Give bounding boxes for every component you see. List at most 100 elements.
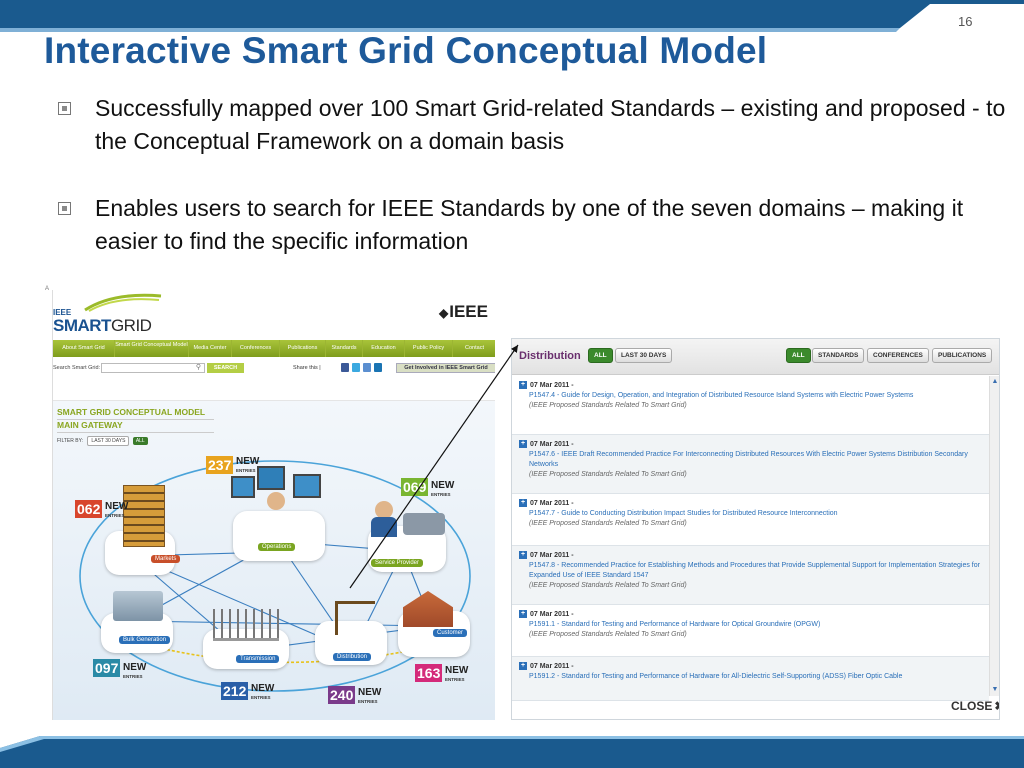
filter-all-tab[interactable]: ALL xyxy=(588,348,613,363)
map-title: SMART GRID CONCEPTUAL MODEL MAIN GATEWAY xyxy=(57,407,214,433)
slide-title: Interactive Smart Grid Conceptual Model xyxy=(44,30,768,71)
type-standards-tab[interactable]: STANDARDS xyxy=(812,348,865,363)
magnifier-icon: ⚲ xyxy=(195,364,201,371)
scroll-up-icon[interactable]: ▲ xyxy=(991,378,999,385)
count-badge-distribution: 240 xyxy=(328,686,356,704)
nav-item[interactable]: Education xyxy=(363,340,405,357)
domain-label-distribution[interactable]: Distribution xyxy=(333,653,372,661)
top-decorative-band xyxy=(0,0,1024,32)
item-date: 07 Mar 2011 - xyxy=(519,440,989,450)
item-link[interactable]: P1547.6 - IEEE Draft Recommended Practic… xyxy=(529,451,968,468)
search-label: Search Smart Grid: xyxy=(53,365,101,371)
ieee-logo[interactable]: IEEE xyxy=(439,302,488,322)
nav-item[interactable]: About Smart Grid xyxy=(53,340,115,357)
ieee-smartgrid-logo[interactable]: IEEE SMARTGRID xyxy=(53,290,173,340)
power-plant-icon xyxy=(113,591,163,621)
panel-heading: Distribution xyxy=(519,350,581,362)
facebook-icon[interactable] xyxy=(341,363,349,372)
list-item[interactable]: 07 Mar 2011 - P1591.1 - Standard for Tes… xyxy=(512,605,989,657)
item-link[interactable]: P1591.2 - Standard for Testing and Perfo… xyxy=(529,673,903,680)
search-button[interactable]: SEARCH xyxy=(207,363,244,373)
item-date: 07 Mar 2011 - xyxy=(519,551,989,561)
worker-truck-icon xyxy=(371,501,445,541)
item-link[interactable]: P1547.4 - Guide for Design, Operation, a… xyxy=(529,392,914,399)
nav-item[interactable]: Public Policy xyxy=(405,340,453,357)
operations-cloud[interactable] xyxy=(233,511,325,561)
filter-bar: FILTER BY: LAST 30 DAYS ALL xyxy=(57,436,148,446)
nav-item[interactable]: Contact xyxy=(465,345,484,351)
logo-ieee-text: IEEE xyxy=(53,308,72,317)
twitter-icon[interactable] xyxy=(352,363,360,372)
count-badge-markets: 062 xyxy=(75,500,103,518)
close-button[interactable]: CLOSE✖ xyxy=(949,699,999,713)
domain-label-bulk-generation[interactable]: Bulk Generation xyxy=(119,636,171,644)
count-badge-operations: 237 xyxy=(206,456,234,474)
delicious-icon[interactable] xyxy=(363,363,371,372)
count-badge-service-provider: 069 xyxy=(401,478,429,496)
bullet-item: Enables users to search for IEEE Standar… xyxy=(58,192,1008,258)
search-input[interactable]: ⚲ xyxy=(101,363,205,373)
get-involved-button[interactable]: Get Involved in IEEE Smart Grid xyxy=(396,363,495,373)
main-nav-bar: About Smart Grid Smart Grid Conceptual M… xyxy=(53,340,495,357)
item-tag: (IEEE Proposed Standards Related To Smar… xyxy=(529,471,687,478)
bullet-text: Enables users to search for IEEE Standar… xyxy=(95,195,964,254)
list-scrollbar[interactable]: ▲ ▼ xyxy=(989,376,999,696)
linkedin-icon[interactable] xyxy=(374,363,382,372)
search-row: Search Smart Grid: ⚲ SEARCH Share this |… xyxy=(53,362,495,374)
item-link[interactable]: P1591.1 - Standard for Testing and Perfo… xyxy=(529,621,821,628)
list-item[interactable]: 07 Mar 2011 - P1547.4 - Guide for Design… xyxy=(512,376,989,435)
scroll-down-icon[interactable]: ▼ xyxy=(991,686,999,693)
type-publications-tab[interactable]: PUBLICATIONS xyxy=(932,348,993,363)
type-all-tab[interactable]: ALL xyxy=(786,348,811,363)
item-tag: (IEEE Proposed Standards Related To Smar… xyxy=(529,402,687,409)
domain-label-markets[interactable]: Markets xyxy=(151,555,181,563)
bullet-square-icon xyxy=(58,102,71,115)
bullet-list: Successfully mapped over 100 Smart Grid-… xyxy=(58,92,1008,292)
item-date: 07 Mar 2011 - xyxy=(519,381,989,391)
domain-label-transmission[interactable]: Transmission xyxy=(236,655,280,663)
filter-all-button[interactable]: ALL xyxy=(132,437,148,445)
corner-mark: A xyxy=(45,286,50,292)
item-link[interactable]: P1547.7 - Guide to Conducting Distributi… xyxy=(529,510,838,517)
standards-list: 07 Mar 2011 - P1547.4 - Guide for Design… xyxy=(512,376,989,701)
count-badge-customer: 163 xyxy=(415,664,443,682)
nav-item[interactable]: Standards xyxy=(326,340,363,357)
item-date: 07 Mar 2011 - xyxy=(519,662,989,672)
bullet-text: Successfully mapped over 100 Smart Grid-… xyxy=(95,95,1006,154)
count-badge-transmission: 212 xyxy=(221,682,249,700)
item-link[interactable]: P1547.8 - Recommended Practice for Estab… xyxy=(529,562,980,579)
conceptual-model-map: SMART GRID CONCEPTUAL MODEL MAIN GATEWAY… xyxy=(53,400,495,720)
type-conferences-tab[interactable]: CONFERENCES xyxy=(867,348,929,363)
nav-item[interactable]: Publications xyxy=(280,340,326,357)
slide-number: 16 xyxy=(958,14,973,29)
nav-item[interactable]: Media Center xyxy=(189,340,232,357)
nav-item[interactable]: Conferences xyxy=(232,340,280,357)
list-item[interactable]: 07 Mar 2011 - P1591.2 - Standard for Tes… xyxy=(512,657,989,701)
item-tag: (IEEE Proposed Standards Related To Smar… xyxy=(529,582,687,589)
list-item[interactable]: 07 Mar 2011 - P1547.6 - IEEE Draft Recom… xyxy=(512,435,989,494)
bottom-decorative-band xyxy=(0,736,1024,768)
domain-label-operations[interactable]: Operations xyxy=(258,543,296,551)
bullet-item: Successfully mapped over 100 Smart Grid-… xyxy=(58,92,1008,158)
filter-last30-tab[interactable]: LAST 30 DAYS xyxy=(615,348,673,363)
operator-monitors-icon xyxy=(231,466,323,511)
list-item[interactable]: 07 Mar 2011 - P1547.7 - Guide to Conduct… xyxy=(512,494,989,546)
filter-last30-button[interactable]: LAST 30 DAYS xyxy=(87,436,130,446)
power-pole-icon xyxy=(335,601,375,635)
count-badge-bulk-generation: 097 xyxy=(93,659,121,677)
item-date: 07 Mar 2011 - xyxy=(519,499,989,509)
list-item[interactable]: 07 Mar 2011 - P1547.8 - Recommended Prac… xyxy=(512,546,989,605)
item-tag: (IEEE Proposed Standards Related To Smar… xyxy=(529,520,687,527)
panel-header: Distribution ALL LAST 30 DAYS ALL STANDA… xyxy=(512,339,999,375)
domain-label-service-provider[interactable]: Service Provider xyxy=(371,559,424,567)
nav-item[interactable]: Smart Grid Conceptual Model xyxy=(115,340,189,357)
substation-icon xyxy=(213,609,279,641)
distribution-standards-panel: Distribution ALL LAST 30 DAYS ALL STANDA… xyxy=(511,338,1000,720)
domain-label-customer[interactable]: Customer xyxy=(433,629,468,637)
